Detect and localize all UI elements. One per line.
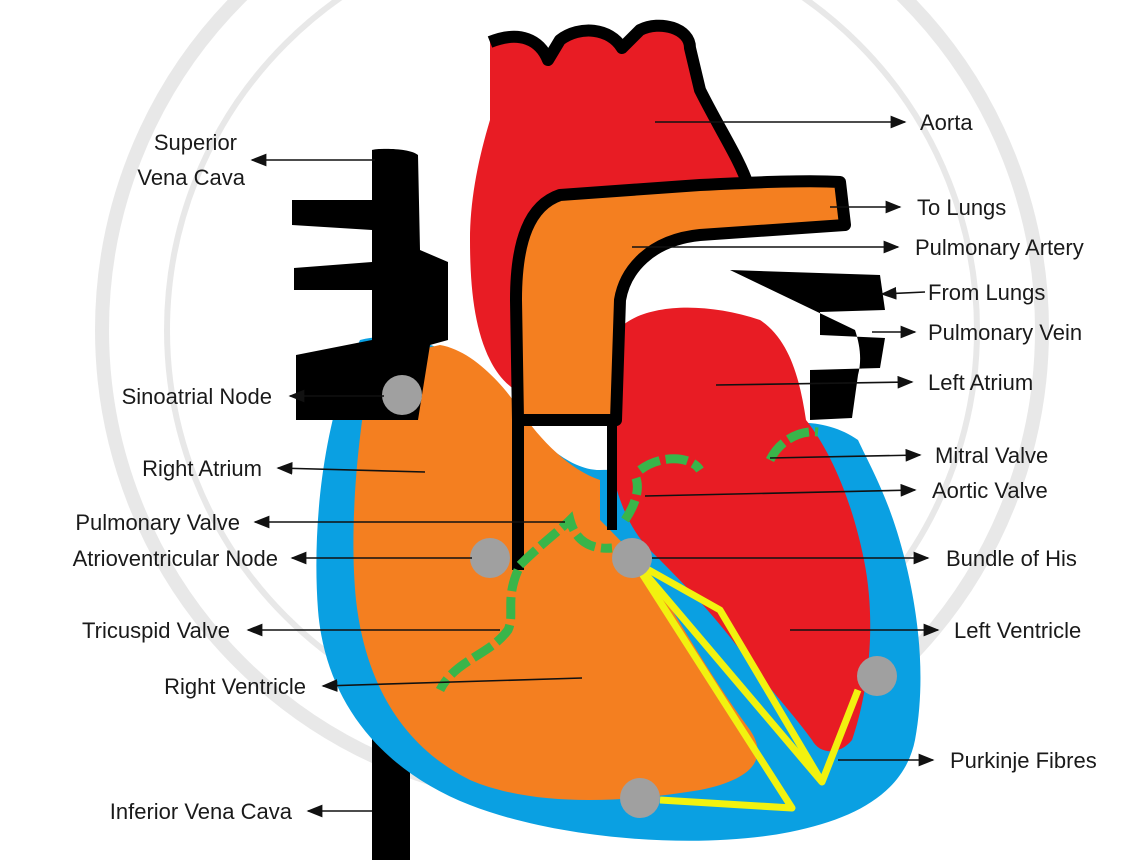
label-pulmonary-valve: Pulmonary Valve <box>75 510 240 535</box>
lower-node-shape <box>620 778 660 818</box>
label-aortic-valve: Aortic Valve <box>932 478 1048 503</box>
sinoatrial-node-shape <box>382 375 422 415</box>
label-left-ventricle: Left Ventricle <box>954 618 1081 643</box>
label-superior-vena-cava-line2: Vena Cava <box>137 165 245 190</box>
label-purkinje-fibres: Purkinje Fibres <box>950 748 1097 773</box>
label-superior-vena-cava-line1: Superior <box>154 130 237 155</box>
label-left-atrium: Left Atrium <box>928 370 1033 395</box>
label-aorta: Aorta <box>920 110 973 135</box>
label-mitral-valve: Mitral Valve <box>935 443 1048 468</box>
label-pulmonary-vein: Pulmonary Vein <box>928 320 1082 345</box>
apex-node-shape <box>857 656 897 696</box>
label-sinoatrial-node: Sinoatrial Node <box>122 384 272 409</box>
label-bundle-of-his: Bundle of His <box>946 546 1077 571</box>
label-to-lungs: To Lungs <box>917 195 1006 220</box>
bundle-of-his-node-shape <box>612 538 652 578</box>
label-tricuspid-valve: Tricuspid Valve <box>82 618 230 643</box>
label-inferior-vena-cava: Inferior Vena Cava <box>110 799 293 824</box>
atrioventricular-node-shape <box>470 538 510 578</box>
label-right-atrium: Right Atrium <box>142 456 262 481</box>
label-right-ventricle: Right Ventricle <box>164 674 306 699</box>
label-pulmonary-artery: Pulmonary Artery <box>915 235 1084 260</box>
label-atrioventricular-node: Atrioventricular Node <box>73 546 278 571</box>
label-from-lungs: From Lungs <box>928 280 1045 305</box>
